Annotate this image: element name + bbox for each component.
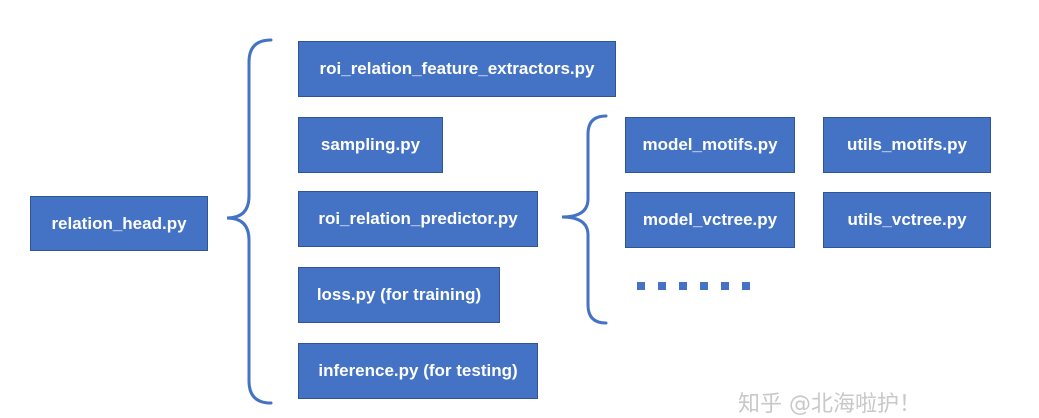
ellipsis-dot (679, 282, 687, 290)
node-utils-motifs: utils_motifs.py (823, 117, 991, 173)
ellipsis (637, 282, 750, 290)
ellipsis-dot (700, 282, 708, 290)
ellipsis-dot (721, 282, 729, 290)
ellipsis-dot (742, 282, 750, 290)
node-model-vctree: model_vctree.py (625, 192, 795, 248)
root-node-relation-head: relation_head.py (30, 196, 208, 251)
main-brace (226, 38, 273, 405)
node-loss: loss.py (for training) (298, 267, 500, 323)
node-utils-vctree: utils_vctree.py (823, 192, 991, 248)
node-inference: inference.py (for testing) (298, 343, 538, 399)
predictor-brace (561, 114, 608, 325)
ellipsis-dot (637, 282, 645, 290)
node-sampling: sampling.py (298, 117, 443, 173)
node-roi-relation-feature-extractors: roi_relation_feature_extractors.py (298, 41, 616, 97)
node-model-motifs: model_motifs.py (625, 117, 795, 173)
node-roi-relation-predictor: roi_relation_predictor.py (298, 191, 538, 247)
braces-layer (226, 38, 608, 405)
ellipsis-dot (658, 282, 666, 290)
watermark: 知乎 @北海啦护！ (738, 392, 921, 417)
